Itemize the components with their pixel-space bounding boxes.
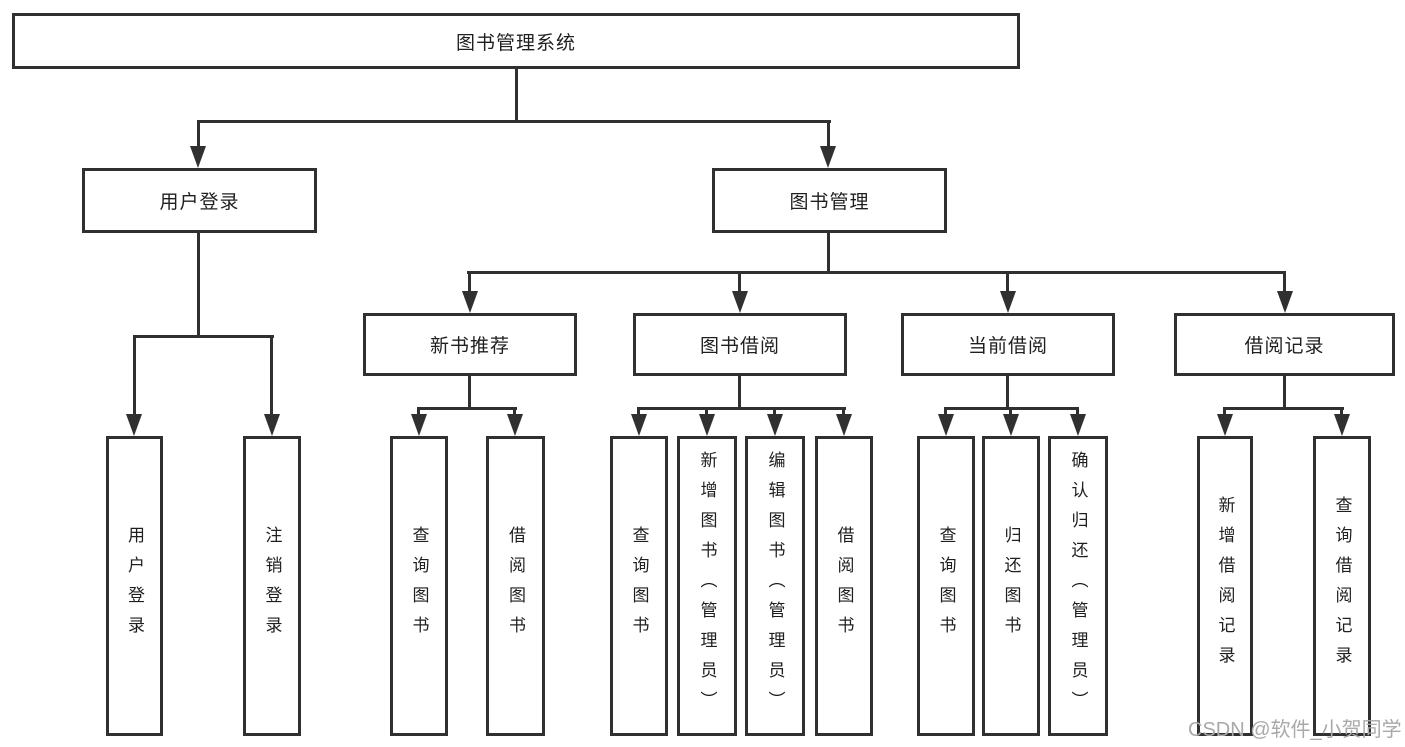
connector-br-query-stem bbox=[1340, 407, 1343, 417]
node-book-borrowing: 图书借阅 bbox=[633, 313, 847, 376]
node-user-login-label: 用户登录 bbox=[159, 192, 240, 213]
connector-user-login-down bbox=[197, 233, 200, 338]
connector-rec-down bbox=[468, 376, 471, 410]
connector-bb-down bbox=[738, 376, 741, 410]
leaf-bb-edit-books-admin: 编辑图书（管理员） bbox=[745, 436, 805, 736]
arrow-to-book-borrow bbox=[732, 291, 748, 313]
node-root-label: 图书管理系统 bbox=[455, 32, 576, 54]
leaf-cb-query-books: 查询图书 bbox=[917, 436, 975, 736]
connector-rec-borrow-stem bbox=[513, 407, 516, 417]
connector-br-bus bbox=[1223, 407, 1344, 410]
connector-leaf-logout-stem bbox=[270, 335, 273, 417]
node-current-borrowing: 当前借阅 bbox=[901, 313, 1115, 376]
leaf-cb-confirm-return-admin-label: 确认归还（管理员） bbox=[1068, 451, 1088, 721]
node-borrowing-records: 借阅记录 bbox=[1174, 313, 1395, 376]
node-book-management-label: 图书管理 bbox=[789, 192, 870, 213]
arrow-to-borrow-record bbox=[1277, 291, 1293, 313]
node-book-management: 图书管理 bbox=[712, 168, 947, 233]
node-new-book-recommend-label: 新书推荐 bbox=[429, 336, 510, 357]
leaf-user-login: 用户登录 bbox=[106, 436, 163, 736]
node-root-library-system: 图书管理系统 bbox=[12, 13, 1020, 69]
leaf-rec-borrow-books: 借阅图书 bbox=[486, 436, 545, 736]
leaf-logout-login-label: 注销登录 bbox=[262, 526, 282, 646]
leaf-rec-borrow-books-label: 借阅图书 bbox=[506, 526, 525, 646]
connector-cb-return-stem bbox=[1009, 407, 1012, 417]
connector-root-stem bbox=[515, 69, 518, 123]
connector-level3-bus bbox=[467, 271, 1285, 274]
connector-cb-confirm-stem bbox=[1076, 407, 1079, 417]
node-user-login: 用户登录 bbox=[82, 168, 317, 233]
connector-rec-query-stem bbox=[417, 407, 420, 417]
leaf-rec-query-books-label: 查询图书 bbox=[409, 526, 429, 646]
arrow-to-br-add bbox=[1217, 414, 1233, 436]
arrow-to-cb-confirm bbox=[1070, 414, 1086, 436]
arrow-to-leaf-logout bbox=[264, 414, 280, 436]
arrow-to-bb-add bbox=[699, 414, 715, 436]
connector-br-down bbox=[1283, 376, 1286, 410]
leaf-user-login-label: 用户登录 bbox=[125, 526, 144, 646]
arrow-to-cb-return bbox=[1003, 414, 1019, 436]
leaf-cb-return-books-label: 归还图书 bbox=[1001, 526, 1021, 646]
connector-leaf-user-login-stem bbox=[133, 335, 136, 417]
connector-rec-bus bbox=[417, 407, 517, 410]
leaf-br-query-record-label: 查询借阅记录 bbox=[1332, 496, 1352, 676]
connector-br-add-stem bbox=[1223, 407, 1226, 417]
connector-bb-borrow-stem bbox=[842, 407, 845, 417]
connector-bb-edit-stem bbox=[773, 407, 776, 417]
leaf-bb-add-books-admin-label: 新增图书（管理员） bbox=[697, 451, 717, 721]
leaf-bb-query-books-label: 查询图书 bbox=[629, 526, 649, 646]
arrow-to-current-borrow bbox=[1000, 291, 1016, 313]
arrow-to-bb-edit bbox=[767, 414, 783, 436]
node-book-borrowing-label: 图书借阅 bbox=[699, 336, 780, 357]
leaf-cb-confirm-return-admin: 确认归还（管理员） bbox=[1048, 436, 1108, 736]
arrow-to-new-book-rec bbox=[462, 291, 478, 313]
connector-book-mgmt-stem bbox=[827, 120, 830, 150]
connector-bb-bus bbox=[637, 407, 846, 410]
node-current-borrowing-label: 当前借阅 bbox=[967, 336, 1048, 357]
connector-cb-query-stem bbox=[944, 407, 947, 417]
leaf-logout-login: 注销登录 bbox=[243, 436, 301, 736]
leaf-br-query-record: 查询借阅记录 bbox=[1313, 436, 1371, 736]
arrow-to-leaf-user-login bbox=[126, 414, 142, 436]
leaf-rec-query-books: 查询图书 bbox=[390, 436, 448, 736]
connector-bb-add-stem bbox=[705, 407, 708, 417]
csdn-watermark: CSDN @软件_小贺同学 bbox=[1188, 719, 1402, 741]
arrow-to-user-login bbox=[190, 146, 206, 168]
connector-bb-query-stem bbox=[637, 407, 640, 417]
arrow-to-bb-query bbox=[631, 414, 647, 436]
connector-book-mgmt-down bbox=[827, 233, 830, 274]
connector-new-book-rec-stem bbox=[468, 271, 471, 295]
arrow-to-br-query bbox=[1334, 414, 1350, 436]
node-borrowing-records-label: 借阅记录 bbox=[1244, 336, 1325, 357]
node-new-book-recommend: 新书推荐 bbox=[363, 313, 577, 376]
leaf-bb-add-books-admin: 新增图书（管理员） bbox=[677, 436, 737, 736]
connector-book-borrow-stem bbox=[738, 271, 741, 295]
arrow-to-book-mgmt bbox=[820, 146, 836, 168]
leaf-bb-borrow-books-label: 借阅图书 bbox=[834, 526, 854, 646]
connector-root-bus bbox=[197, 120, 831, 123]
connector-borrow-record-stem bbox=[1283, 271, 1286, 295]
leaf-cb-return-books: 归还图书 bbox=[982, 436, 1040, 736]
arrow-to-rec-borrow bbox=[507, 414, 523, 436]
connector-current-borrow-stem bbox=[1006, 271, 1009, 295]
connector-cb-down bbox=[1006, 376, 1009, 410]
connector-user-login-bus bbox=[133, 335, 274, 338]
arrow-to-bb-borrow bbox=[836, 414, 852, 436]
connector-user-login-stem bbox=[197, 120, 200, 150]
leaf-br-add-record: 新增借阅记录 bbox=[1197, 436, 1253, 736]
leaf-cb-query-books-label: 查询图书 bbox=[936, 526, 956, 646]
leaf-br-add-record-label: 新增借阅记录 bbox=[1215, 496, 1235, 676]
leaf-bb-edit-books-admin-label: 编辑图书（管理员） bbox=[765, 451, 785, 721]
arrow-to-cb-query bbox=[938, 414, 954, 436]
leaf-bb-borrow-books: 借阅图书 bbox=[815, 436, 873, 736]
arrow-to-rec-query bbox=[411, 414, 427, 436]
leaf-bb-query-books: 查询图书 bbox=[610, 436, 668, 736]
